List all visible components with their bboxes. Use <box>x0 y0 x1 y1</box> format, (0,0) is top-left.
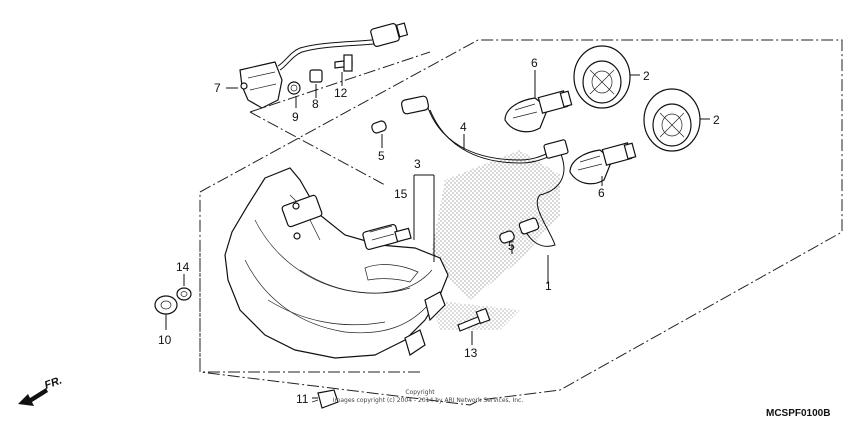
label-12: 12 <box>334 86 348 100</box>
headlight-housing <box>224 167 449 359</box>
copyright-line1: Copyright <box>405 389 435 396</box>
label-13: 13 <box>464 346 478 360</box>
label-11: 11 <box>296 392 309 406</box>
label-15: 15 <box>394 187 408 201</box>
label-9: 9 <box>292 110 299 124</box>
top-cable-assembly <box>239 22 409 109</box>
label-3: 3 <box>414 157 421 171</box>
part-labels: 7 9 8 12 5 3 15 4 6 6 5 2 2 1 14 10 13 1… <box>158 56 720 406</box>
copyright: Copyright Images copyright (c) 2004 - 20… <box>333 389 524 404</box>
label-6-bottom: 6 <box>598 186 605 200</box>
sub-harness <box>400 95 569 247</box>
position-bulbs <box>371 120 515 244</box>
leader-lines <box>165 70 710 399</box>
label-14: 14 <box>176 260 190 274</box>
shading <box>430 150 560 330</box>
label-4: 4 <box>460 120 467 134</box>
label-1: 1 <box>545 279 552 293</box>
label-2-bottom: 2 <box>713 113 720 127</box>
front-label: FR. <box>43 374 64 391</box>
front-direction-indicator: FR. <box>18 374 64 406</box>
label-5-top: 5 <box>378 149 385 163</box>
mounting-bolt <box>457 307 491 332</box>
clip <box>311 389 339 409</box>
dust-covers <box>573 45 701 152</box>
diagram-code: MCSPF0100B <box>766 408 830 419</box>
label-5-bottom: 5 <box>508 239 515 253</box>
label-8: 8 <box>312 97 319 111</box>
label-7: 7 <box>214 81 221 95</box>
copyright-line2: Images copyright (c) 2004 - 2014 by ARI … <box>333 397 524 404</box>
front-arrow-icon <box>18 388 48 406</box>
position-light-socket <box>362 223 412 251</box>
label-2-top: 2 <box>643 69 650 83</box>
assembly-frame <box>199 39 843 406</box>
label-6-top: 6 <box>531 56 538 70</box>
label-10: 10 <box>158 333 172 347</box>
grommet-parts <box>154 287 192 315</box>
headlight-bulbs <box>504 90 637 185</box>
